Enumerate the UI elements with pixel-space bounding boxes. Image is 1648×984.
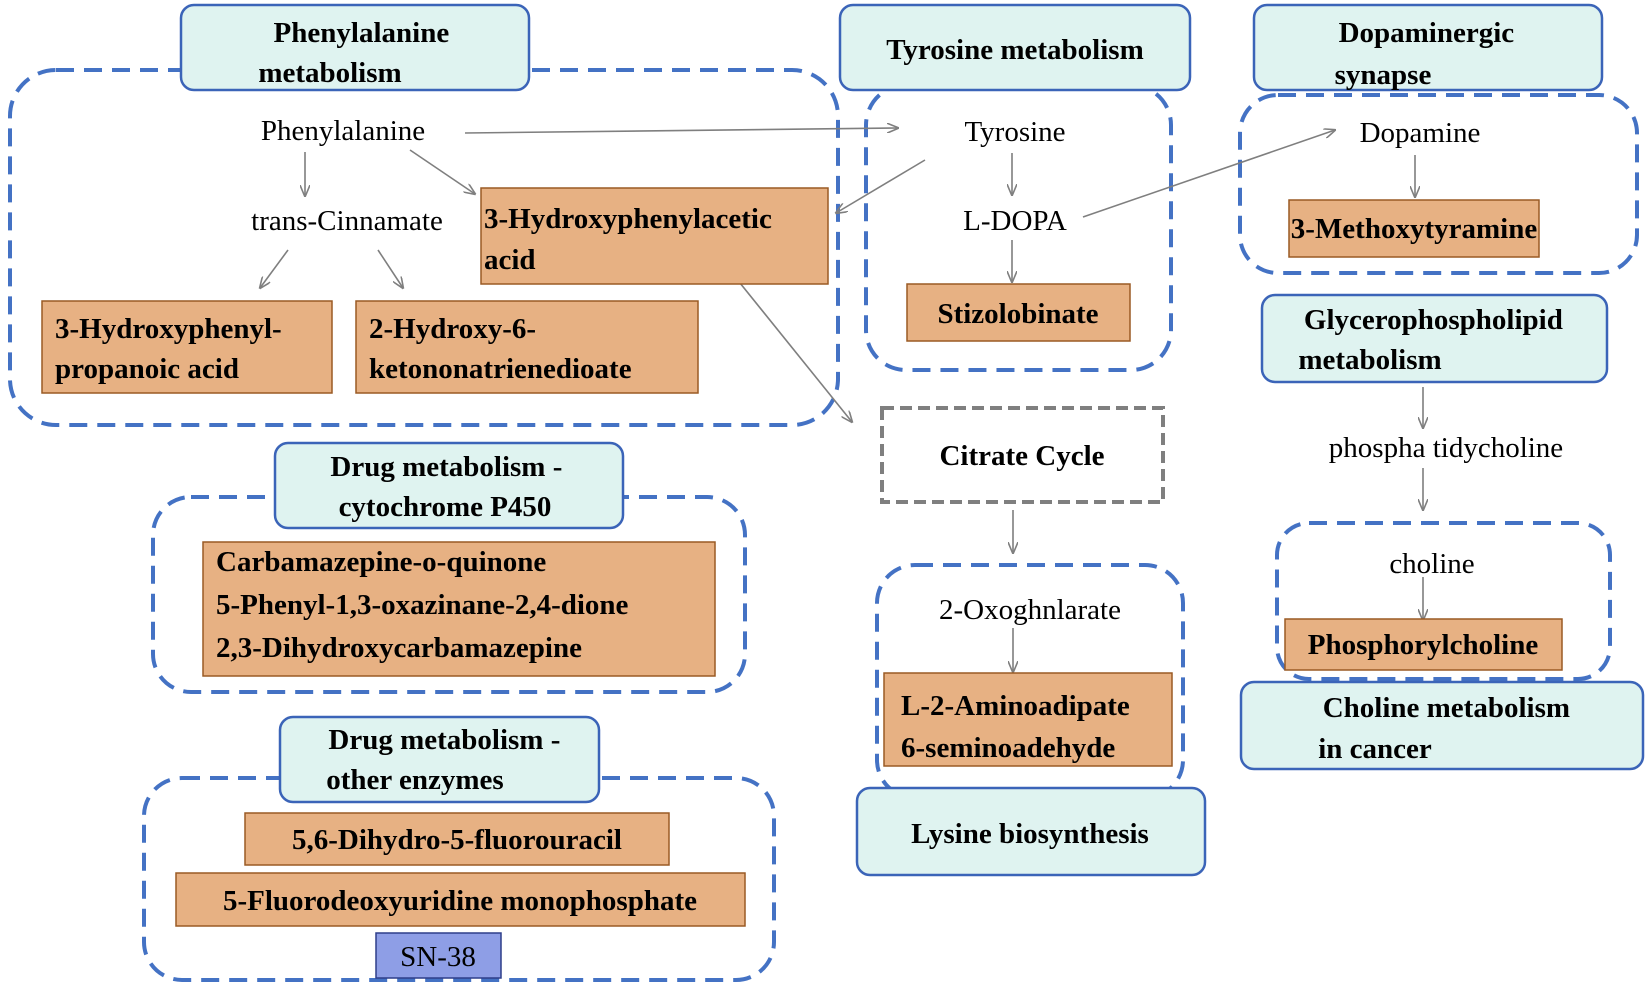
metabolite-sn38	[375, 932, 502, 979]
arrow-tyr-to-hpa	[836, 159, 926, 213]
metabolite-phosphorylcholine	[1284, 618, 1563, 671]
metabolite-oxoglutarate: 2-Oxoghnlarate	[939, 594, 1121, 626]
metabolite-dihydrofluorouracil	[244, 812, 670, 866]
metabolite-dopamine: Dopamine	[1360, 117, 1481, 149]
metabolite-hydroxyphenylpropanoic-acid	[41, 300, 333, 394]
pathway-lysine-label: Lysine biosynthesis	[911, 818, 1149, 850]
pathway-glycerophospholipid	[1260, 293, 1609, 384]
pathway-phenylalanine-label: Phenylalanine metabolism	[258, 17, 456, 89]
pathway-tyrosine-label: Tyrosine metabolism	[886, 34, 1144, 66]
pathway-tyrosine	[838, 3, 1192, 92]
metabolite-phenylalanine: Phenylalanine	[261, 115, 425, 147]
metabolite-fluorodeoxyuridine-label: 5-Fluorodeoxyuridine monophosphate	[223, 885, 697, 917]
metabolite-trans-cinnamate: trans-Cinnamate	[251, 205, 443, 237]
metabolite-hydroxyphenylacetic-acid	[480, 187, 829, 285]
arrow-phe-to-hpa	[409, 149, 475, 194]
metabolite-stizolobinate	[906, 283, 1131, 342]
group-dopaminergic	[1238, 93, 1639, 275]
metabolite-aminoadipate	[883, 672, 1173, 767]
arrow-cinnamate-to-hpp	[260, 249, 289, 288]
pathway-choline-cancer-label: Choline metabolism in cancer	[1318, 692, 1577, 765]
metabolite-stizolobinate-label: Stizolobinate	[937, 298, 1098, 330]
pathway-drug-p450	[273, 441, 625, 530]
metabolite-phosphatidylcholine: phospha tidycholine	[1329, 432, 1563, 464]
pathway-dopaminergic	[1252, 3, 1604, 92]
metabolite-aminoadipate-label: L-2-Aminoadipate 6-seminoadehyde	[901, 690, 1137, 764]
pathway-choline-cancer	[1239, 680, 1645, 771]
metabolite-methoxytyramine-label: 3-Methoxytyramine	[1291, 213, 1538, 245]
metabolite-choline: choline	[1389, 548, 1474, 580]
metabolite-sn38-label: SN-38	[400, 941, 476, 973]
metabolite-hydroxyphenylpropanoic-acid-label: 3-Hydroxyphenyl- propanoic acid	[55, 313, 289, 385]
pathway-drug-other-label: Drug metabolism - other enzymes	[326, 724, 567, 796]
group-choline	[1275, 521, 1612, 681]
pathway-citrate-label: Citrate Cycle	[939, 440, 1104, 472]
metabolite-p450-group	[202, 541, 716, 677]
metabolite-methoxytyramine	[1288, 199, 1540, 258]
metabolite-dihydrofluorouracil-label: 5,6-Dihydro-5-fluorouracil	[292, 824, 622, 856]
pathway-phenylalanine	[179, 3, 531, 92]
pathway-drug-p450-label: Drug metabolism - cytochrome P450	[330, 451, 569, 523]
group-drug-other	[142, 776, 776, 982]
arrow-ldopa-to-dopamine	[1082, 130, 1335, 218]
pathway-lysine	[855, 786, 1207, 877]
metabolite-hydroxyphenylacetic-acid-label: 3-Hydroxyphenylacetic acid	[484, 203, 779, 276]
metabolite-l-dopa: L-DOPA	[963, 205, 1067, 237]
pathway-dopaminergic-label: Dopaminergic synapse	[1335, 17, 1522, 91]
pathway-drug-other	[278, 715, 601, 804]
metabolite-ketononatrienedioate	[355, 300, 699, 394]
citrate-cycle-box	[880, 406, 1165, 504]
arrow-phe-to-tyr	[464, 128, 898, 134]
arrow-cinnamate-to-keto	[377, 249, 403, 288]
metabolite-p450-group-label: Carbamazepine-o-quinone 5-Phenyl-1,3-oxa…	[216, 546, 636, 664]
metabolite-fluorodeoxyuridine	[175, 872, 746, 927]
metabolite-tyrosine: Tyrosine	[964, 116, 1065, 148]
metabolite-ketononatrienedioate-label: 2-Hydroxy-6- ketononatrienedioate	[369, 313, 632, 385]
metabolite-phosphorylcholine-label: Phosphorylcholine	[1308, 629, 1539, 661]
pathway-glycerophospholipid-label: Glycerophospholipid metabolism	[1298, 304, 1570, 376]
